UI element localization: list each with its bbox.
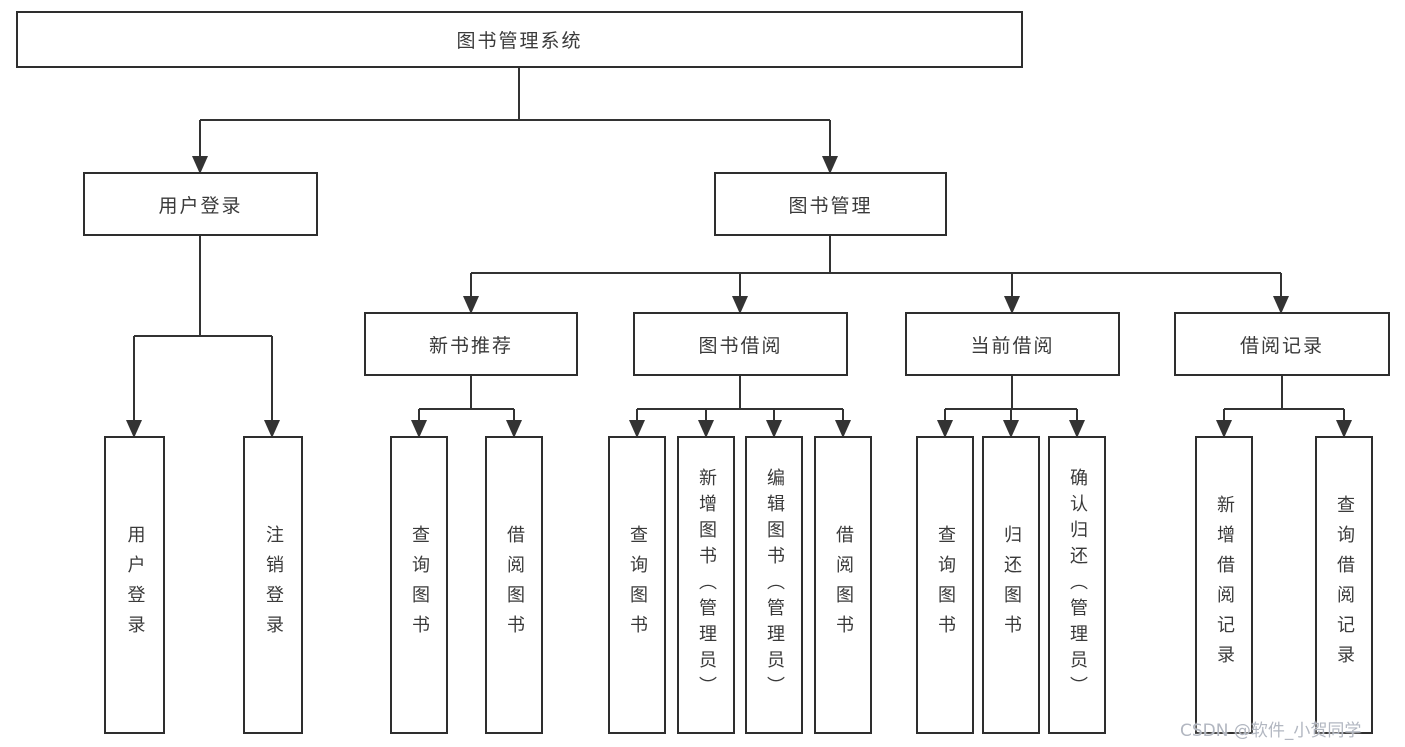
leaf-query-books-borrowing-label: 查询图书 [627, 525, 648, 645]
node-book-borrowing-label: 图书借阅 [698, 334, 783, 357]
leaf-borrow-books-recommend: 借阅图书 [485, 436, 543, 734]
leaf-query-borrow-record-label: 查询借阅记录 [1334, 495, 1355, 675]
leaf-confirm-return-admin-label: 确认归还（管理员） [1067, 468, 1088, 702]
leaf-return-books-label: 归还图书 [1001, 525, 1022, 645]
leaf-return-books: 归还图书 [982, 436, 1040, 734]
leaf-add-borrow-record: 新增借阅记录 [1195, 436, 1253, 734]
node-book-management-label: 图书管理 [788, 194, 873, 217]
node-book-borrowing: 图书借阅 [633, 312, 848, 376]
connector-paths [133, 68, 1345, 420]
leaf-add-borrow-record-label: 新增借阅记录 [1214, 495, 1235, 675]
leaf-logout: 注销登录 [243, 436, 303, 734]
node-current-borrowing: 当前借阅 [905, 312, 1120, 376]
node-borrowing-records: 借阅记录 [1174, 312, 1390, 376]
node-new-book-recommend: 新书推荐 [364, 312, 578, 376]
leaf-query-books-recommend-label: 查询图书 [409, 525, 430, 645]
node-borrowing-records-label: 借阅记录 [1239, 334, 1324, 357]
leaf-query-borrow-record: 查询借阅记录 [1315, 436, 1373, 734]
node-book-management: 图书管理 [714, 172, 947, 236]
leaf-borrow-books-borrowing: 借阅图书 [814, 436, 872, 734]
arrowheads [126, 156, 1352, 438]
node-user-login-label: 用户登录 [158, 194, 243, 217]
leaf-query-books-recommend: 查询图书 [390, 436, 448, 734]
node-library-system: 图书管理系统 [16, 11, 1023, 68]
leaf-query-books-borrowing: 查询图书 [608, 436, 666, 734]
leaf-edit-books-admin: 编辑图书（管理员） [745, 436, 803, 734]
node-current-borrowing-label: 当前借阅 [970, 334, 1055, 357]
leaf-query-books-current: 查询图书 [916, 436, 974, 734]
csdn-watermark: CSDN @软件_小贺同学 [1180, 721, 1362, 741]
leaf-confirm-return-admin: 确认归还（管理员） [1048, 436, 1106, 734]
node-new-book-recommend-label: 新书推荐 [428, 334, 513, 357]
leaf-user-login-label: 用户登录 [124, 525, 146, 645]
node-user-login: 用户登录 [83, 172, 318, 236]
leaf-borrow-books-recommend-label: 借阅图书 [504, 525, 525, 645]
node-library-system-label: 图书管理系统 [456, 30, 583, 52]
leaf-edit-books-admin-label: 编辑图书（管理员） [764, 468, 785, 702]
leaf-logout-label: 注销登录 [263, 525, 284, 645]
leaf-add-books-admin: 新增图书（管理员） [677, 436, 735, 734]
leaf-add-books-admin-label: 新增图书（管理员） [696, 468, 717, 702]
leaf-query-books-current-label: 查询图书 [935, 525, 956, 645]
leaf-borrow-books-borrowing-label: 借阅图书 [833, 525, 854, 645]
leaf-user-login: 用户登录 [104, 436, 165, 734]
